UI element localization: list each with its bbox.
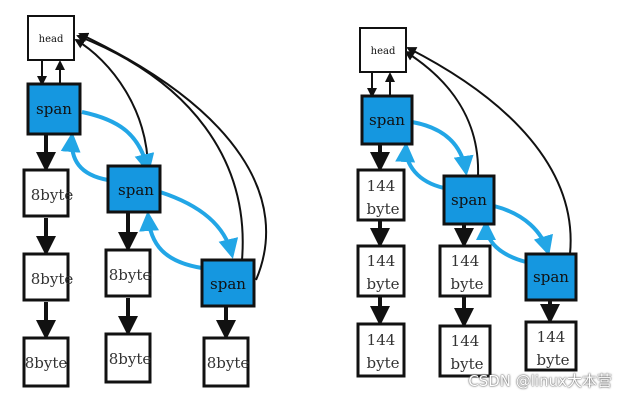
object-label-size: 144: [451, 332, 480, 350]
object-label-unit: byte: [367, 200, 400, 218]
object-box: [104, 248, 152, 298]
object-label-unit: byte: [451, 355, 484, 373]
span-box: [442, 174, 496, 226]
span-label: span: [533, 268, 569, 286]
object-label: 8byte: [31, 186, 74, 204]
object-label-unit: byte: [451, 275, 484, 293]
head-box: [27, 15, 75, 61]
object-box: [438, 244, 492, 298]
span2-prev-arrow: [60, 132, 109, 182]
span-box: [26, 82, 82, 136]
span3-prev-arrow: [139, 211, 203, 270]
object-box: [438, 324, 492, 378]
span1-next-arrow: [411, 120, 474, 176]
span-label: span: [451, 191, 487, 209]
span3-prev-arrow: [476, 220, 527, 264]
object-label: 8byte: [31, 270, 74, 288]
head-box: [359, 27, 407, 73]
span-box: [524, 252, 578, 302]
object-label-size: 144: [451, 252, 480, 270]
object-label-size: 144: [367, 331, 396, 349]
object-label-unit: byte: [367, 354, 400, 372]
head-label: head: [371, 46, 396, 57]
object-box: [22, 168, 70, 218]
span-label: span: [369, 111, 405, 129]
span-box: [360, 94, 414, 146]
span1-next-arrow: [81, 110, 155, 174]
object-label-size: 144: [367, 177, 396, 195]
span-box: [106, 164, 162, 214]
span2-to-head-arrow: [74, 38, 150, 177]
span3-to-head-outer-arrow: [78, 32, 268, 281]
span-label: span: [210, 275, 246, 293]
span3-to-head-arrow: [406, 47, 572, 255]
object-box: [524, 320, 578, 372]
object-box: [202, 336, 250, 388]
span-box: [200, 258, 256, 308]
right-diagram: head span span span 144 byte 144 byte 14…: [356, 27, 578, 378]
object-box: [104, 332, 152, 384]
object-label: 8byte: [109, 350, 152, 368]
object-label: 8byte: [109, 266, 152, 284]
object-label: 8byte: [25, 354, 68, 372]
object-box: [22, 336, 70, 388]
head-label: head: [39, 34, 64, 45]
span2-next-arrow: [159, 190, 239, 259]
object-box: [356, 168, 406, 222]
object-label-size: 144: [367, 252, 396, 270]
object-label: 8byte: [207, 354, 250, 372]
object-label-unit: byte: [367, 275, 400, 293]
watermark: CSDN @linux大本营: [468, 372, 612, 390]
object-box: [356, 244, 406, 298]
left-diagram: head span span span 8byte 8byte 8byte 8b…: [22, 15, 268, 388]
span2-to-head-arrow: [404, 50, 480, 177]
object-box: [356, 322, 406, 378]
span2-prev-arrow: [395, 142, 445, 190]
object-label-size: 144: [537, 328, 566, 346]
object-box: [22, 252, 70, 302]
span-label: span: [118, 181, 154, 199]
span2-next-arrow: [493, 204, 553, 256]
span-label: span: [36, 100, 72, 118]
object-label-unit: byte: [537, 351, 570, 369]
